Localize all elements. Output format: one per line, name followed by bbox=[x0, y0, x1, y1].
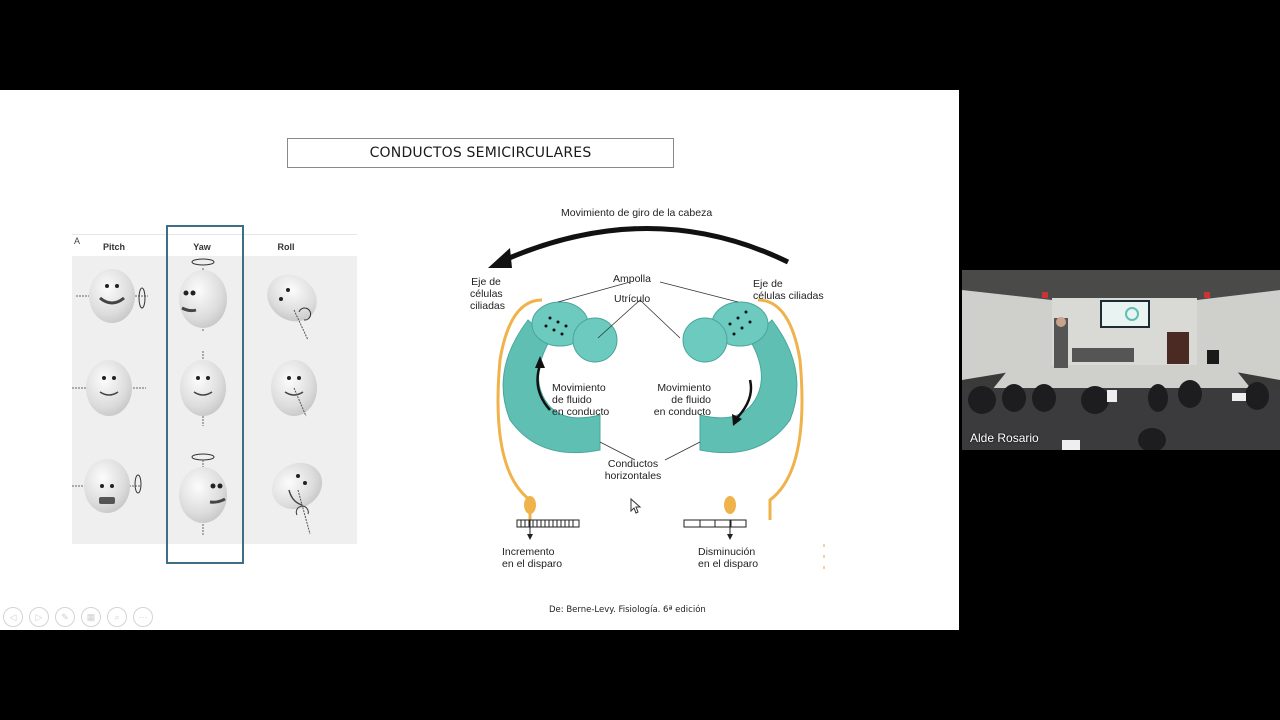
face-pitch-1 bbox=[76, 269, 148, 323]
spike-train-increase bbox=[520, 520, 574, 527]
decrease-firing-label: Disminución en el disparo bbox=[698, 546, 759, 570]
mouse-cursor-icon bbox=[630, 498, 642, 514]
left-hair-cells-label: Eje de células ciliadas bbox=[470, 276, 506, 312]
figure-credit: De: Berne-Levy. Fisiología. 6ª edición bbox=[549, 605, 706, 615]
more-options-button[interactable]: ⋯ bbox=[133, 607, 153, 627]
face-roll-2 bbox=[271, 360, 317, 417]
column-label-yaw: Yaw bbox=[193, 242, 211, 252]
zoom-button[interactable]: ⌕ bbox=[107, 607, 127, 627]
next-slide-button[interactable]: ▷ bbox=[29, 607, 49, 627]
spike-train-decrease bbox=[699, 520, 732, 527]
shared-slide: CONDUCTOS SEMICIRCULARES A Pitch Yaw Rol… bbox=[0, 90, 959, 630]
increase-firing-label: Incremento en el disparo bbox=[502, 546, 563, 570]
participant-name: Alde Rosario bbox=[970, 431, 1039, 445]
right-hair-cells-label: Eje de células ciliadas bbox=[753, 278, 824, 302]
face-roll-3 bbox=[271, 462, 323, 535]
slides-grid-button[interactable]: ▦ bbox=[81, 607, 101, 627]
head-rotation-faces bbox=[72, 258, 323, 536]
previous-slide-button[interactable]: ◁ bbox=[3, 607, 23, 627]
face-pitch-2 bbox=[72, 360, 146, 416]
face-yaw-2 bbox=[180, 351, 226, 426]
pen-button[interactable]: ✎ bbox=[55, 607, 75, 627]
face-roll-1 bbox=[267, 274, 317, 341]
horizontal-canals-label: Conductos horizontales bbox=[604, 458, 662, 482]
figure-semicircular-canals: Movimiento de giro de la cabeza Eje de c… bbox=[450, 200, 850, 580]
divider bbox=[72, 234, 357, 235]
utricle-label: Utrículo bbox=[614, 293, 651, 305]
ampulla-label: Ampolla bbox=[613, 273, 651, 285]
slide-title: CONDUCTOS SEMICIRCULARES bbox=[287, 138, 674, 168]
left-fluid-label: Movimiento de fluido en conducto bbox=[552, 382, 610, 418]
canals-diagram bbox=[488, 226, 825, 570]
face-yaw-1 bbox=[179, 258, 227, 332]
panel-letter: A bbox=[74, 236, 81, 246]
column-label-roll: Roll bbox=[277, 242, 295, 252]
presentation-toolbar: ◁ ▷ ✎ ▦ ⌕ ⋯ bbox=[3, 607, 153, 627]
head-motion-label: Movimiento de giro de la cabeza bbox=[561, 207, 713, 219]
hair-cell-arrows bbox=[544, 310, 752, 336]
column-label-pitch: Pitch bbox=[102, 242, 125, 252]
participant-video-tile[interactable]: Alde Rosario bbox=[962, 270, 1280, 450]
classroom-video-feed bbox=[962, 270, 1280, 450]
right-fluid-label: Movimiento de fluido en conducto bbox=[653, 382, 711, 418]
yaw-highlight-box bbox=[166, 225, 244, 564]
face-pitch-3 bbox=[72, 459, 142, 513]
face-yaw-3 bbox=[179, 453, 227, 536]
figure-head-rotations: A Pitch Yaw Roll bbox=[60, 220, 360, 570]
